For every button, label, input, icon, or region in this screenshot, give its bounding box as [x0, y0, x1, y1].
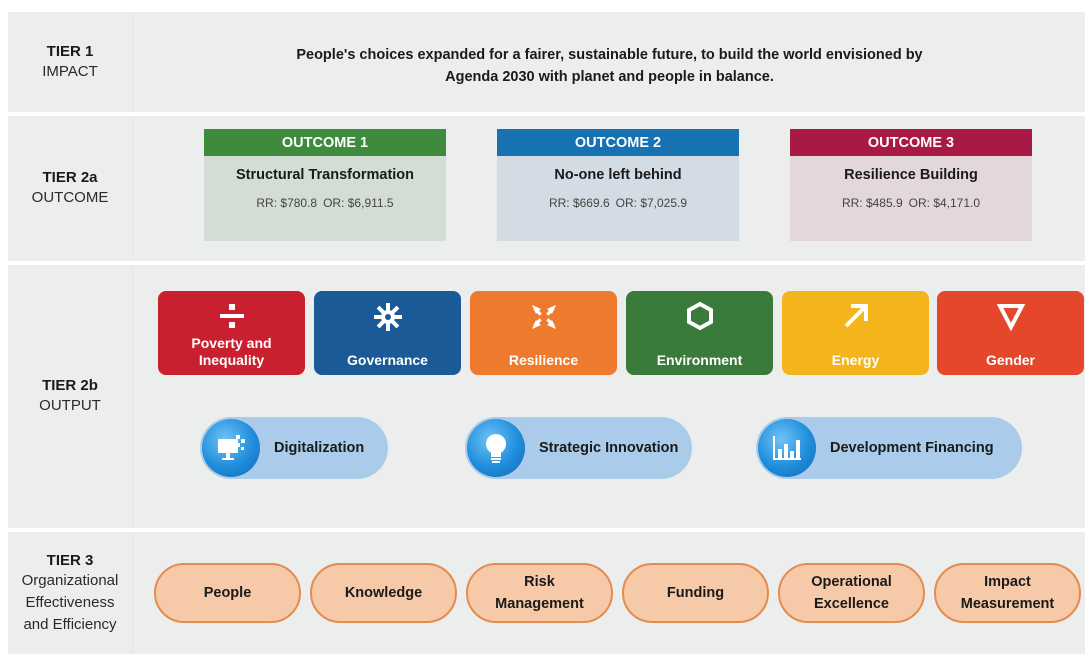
- outcome-header: OUTCOME 3: [790, 129, 1032, 156]
- enabler-label: Strategic Innovation: [539, 440, 679, 456]
- impact-line-2: Agenda 2030 with planet and people in ba…: [445, 69, 774, 85]
- solution-resilience: Resilience: [470, 291, 617, 375]
- effectiveness-knowledge: Knowledge: [310, 563, 457, 623]
- effectiveness-people: People: [154, 563, 301, 623]
- tier-name: TIER 3: [46, 551, 94, 569]
- tier-1-row: TIER 1 IMPACT People's choices expanded …: [8, 12, 1085, 112]
- other-resources: OR: $7,025.9: [615, 196, 688, 210]
- outcome-title: Structural Transformation: [235, 167, 415, 183]
- impact-panel: People's choices expanded for a fairer, …: [134, 12, 1085, 112]
- solution-governance: Governance: [314, 291, 461, 375]
- outcome-body: Structural Transformation RR: $780.8 OR: …: [204, 156, 446, 241]
- tier-subtitle: OUTCOME: [31, 189, 109, 206]
- outcome-card-1: OUTCOME 1 Structural Transformation RR: …: [204, 129, 446, 241]
- tier-name: TIER 1: [46, 42, 94, 60]
- solution-energy: Energy: [782, 291, 929, 375]
- outcome-title: No-one left behind: [554, 167, 682, 183]
- solution-gender: Gender: [937, 291, 1084, 375]
- effectiveness-risk-management: Risk Management: [466, 563, 613, 623]
- tier-subtitle: Organizational Effectiveness and Efficie…: [21, 571, 119, 633]
- tier-2a-row: TIER 2a OUTCOME OUTCOME 1 Structural Tra…: [8, 116, 1085, 261]
- outcome-financials: RR: $669.6 OR: $7,025.9: [497, 196, 739, 210]
- tier-3-row: TIER 3 Organizational Effectiveness and …: [8, 532, 1085, 654]
- tier-2b-row: TIER 2b OUTPUT Poverty and Inequality Go…: [8, 265, 1085, 528]
- solution-poverty-inequality: Poverty and Inequality: [158, 291, 305, 375]
- tier-subtitle: IMPACT: [42, 62, 98, 80]
- solution-label: Poverty and Inequality: [191, 335, 272, 368]
- enabler-label: Development Financing: [830, 440, 994, 456]
- solution-label: Energy: [831, 352, 880, 368]
- enabler-development-financing: Development Financing: [756, 417, 1022, 479]
- effectiveness-impact-measurement: Impact Measurement: [934, 563, 1081, 623]
- impact-line-1: People's choices expanded for a fairer, …: [296, 47, 923, 63]
- other-resources: OR: $6,911.5: [323, 196, 394, 210]
- outcome-card-2: OUTCOME 2 No-one left behind RR: $669.6 O…: [497, 129, 739, 241]
- computer-icon: [202, 419, 260, 477]
- solution-environment: Environment: [626, 291, 773, 375]
- enabler-label: Digitalization: [274, 440, 365, 456]
- outcome-header: OUTCOME 1: [204, 129, 446, 156]
- tier-2a-label: TIER 2a OUTCOME: [8, 116, 132, 261]
- impact-statement: People's choices expanded for a fairer, …: [134, 44, 1085, 88]
- arrows-in-icon: [528, 301, 560, 338]
- solution-label: Resilience: [508, 352, 579, 368]
- hexagon-icon: [685, 301, 715, 336]
- effectiveness-panel: People Knowledge Risk Management Funding…: [134, 532, 1085, 654]
- outputs-panel: Poverty and Inequality Governance Resili…: [134, 265, 1085, 528]
- enabler-strategic-innovation: Strategic Innovation: [465, 417, 692, 479]
- regular-resources: RR: $669.6: [548, 196, 610, 210]
- outcomes-panel: OUTCOME 1 Structural Transformation RR: …: [134, 116, 1085, 261]
- other-resources: OR: $4,171.0: [908, 196, 981, 210]
- lightbulb-icon: [467, 419, 525, 477]
- bar-chart-icon: [758, 419, 816, 477]
- solution-label: Gender: [985, 352, 1035, 368]
- triangle-down-icon: [996, 301, 1026, 336]
- regular-resources: RR: $780.8: [256, 196, 318, 210]
- tier-3-label: TIER 3 Organizational Effectiveness and …: [8, 532, 132, 654]
- tier-name: TIER 2a: [42, 169, 98, 186]
- solution-label: Environment: [656, 352, 743, 368]
- tier-name: TIER 2b: [42, 377, 98, 394]
- outcome-card-3: OUTCOME 3 Resilience Building RR: $485.9…: [790, 129, 1032, 241]
- tier-1-label: TIER 1 IMPACT: [8, 12, 132, 112]
- regular-resources: RR: $485.9: [841, 196, 903, 210]
- outcome-financials: RR: $780.8 OR: $6,911.5: [204, 196, 446, 210]
- outcome-body: No-one left behind RR: $669.6 OR: $7,025.…: [497, 156, 739, 241]
- arrow-up-right-icon: [841, 301, 871, 336]
- tier-2b-label: TIER 2b OUTPUT: [8, 265, 132, 528]
- solution-label: Governance: [347, 352, 428, 368]
- divide-icon: [217, 301, 247, 336]
- gear-icon: [372, 301, 404, 338]
- outcome-header: OUTCOME 2: [497, 129, 739, 156]
- outcome-title: Resilience Building: [844, 167, 978, 183]
- outcome-body: Resilience Building RR: $485.9 OR: $4,171…: [790, 156, 1032, 241]
- outcome-financials: RR: $485.9 OR: $4,171.0: [790, 196, 1032, 210]
- effectiveness-funding: Funding: [622, 563, 769, 623]
- effectiveness-operational-excellence: Operational Excellence: [778, 563, 925, 623]
- tier-subtitle: OUTPUT: [39, 397, 101, 414]
- enabler-digitalization: Digitalization: [200, 417, 388, 479]
